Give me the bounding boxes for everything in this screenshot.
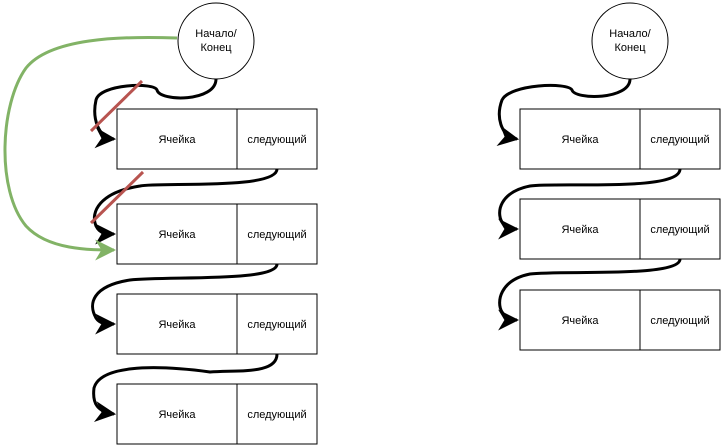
right-node-next-label: следующий (650, 134, 709, 146)
right-node-data-label: Ячейка (561, 224, 599, 236)
left-list-node: Ячейка следующий (116, 203, 318, 265)
left-list-node: Ячейка следующий (116, 108, 318, 170)
left-node-data-label: Ячейка (158, 134, 196, 146)
left-list-node: Ячейка следующий (116, 383, 318, 445)
left-node-data-label: Ячейка (158, 229, 196, 241)
left-node-data-label: Ячейка (158, 319, 196, 331)
right-head-pointer-arrow (496, 78, 632, 147)
left-head-label-line2: Конец (200, 42, 232, 54)
left-list: Начало/ Конец Ячейка следующий Ячейка сл… (3, 2, 318, 445)
left-node-next-label: следующий (247, 319, 306, 331)
left-node-next-label: следующий (247, 134, 306, 146)
right-next-pointer-arrow (498, 258, 682, 331)
left-next-pointer-arrow (92, 353, 279, 423)
left-list-node: Ячейка следующий (116, 293, 318, 355)
removed-link-strike-line (89, 79, 144, 133)
left-next-pointer-arrow (93, 168, 279, 245)
left-head-label-line1: Начало/ (195, 28, 237, 40)
right-node-data-label: Ячейка (561, 315, 599, 327)
right-list-node: Ячейка следующий (519, 198, 721, 260)
right-node-data-label: Ячейка (561, 134, 599, 146)
removed-link-strike-line (89, 170, 145, 225)
left-node-next-label: следующий (247, 409, 306, 421)
right-head-label-line2: Конец (614, 42, 646, 54)
right-node-next-label: следующий (650, 315, 709, 327)
right-head-label-line1: Начало/ (609, 28, 651, 40)
left-next-pointer-arrow (91, 263, 279, 335)
left-node-next-label: следующий (247, 229, 306, 241)
left-head-node: Начало/ Конец (177, 2, 255, 80)
right-node-next-label: следующий (650, 224, 709, 236)
right-next-pointer-arrow (498, 168, 682, 240)
right-list-node: Ячейка следующий (519, 108, 721, 170)
right-head-node: Начало/ Конец (591, 2, 669, 80)
right-list-node: Ячейка следующий (519, 289, 721, 351)
left-node-data-label: Ячейка (158, 409, 196, 421)
bypass-pointer-arrow (3, 35, 178, 261)
right-list: Начало/ Конец Ячейка следующий Ячейка сл… (496, 2, 721, 351)
